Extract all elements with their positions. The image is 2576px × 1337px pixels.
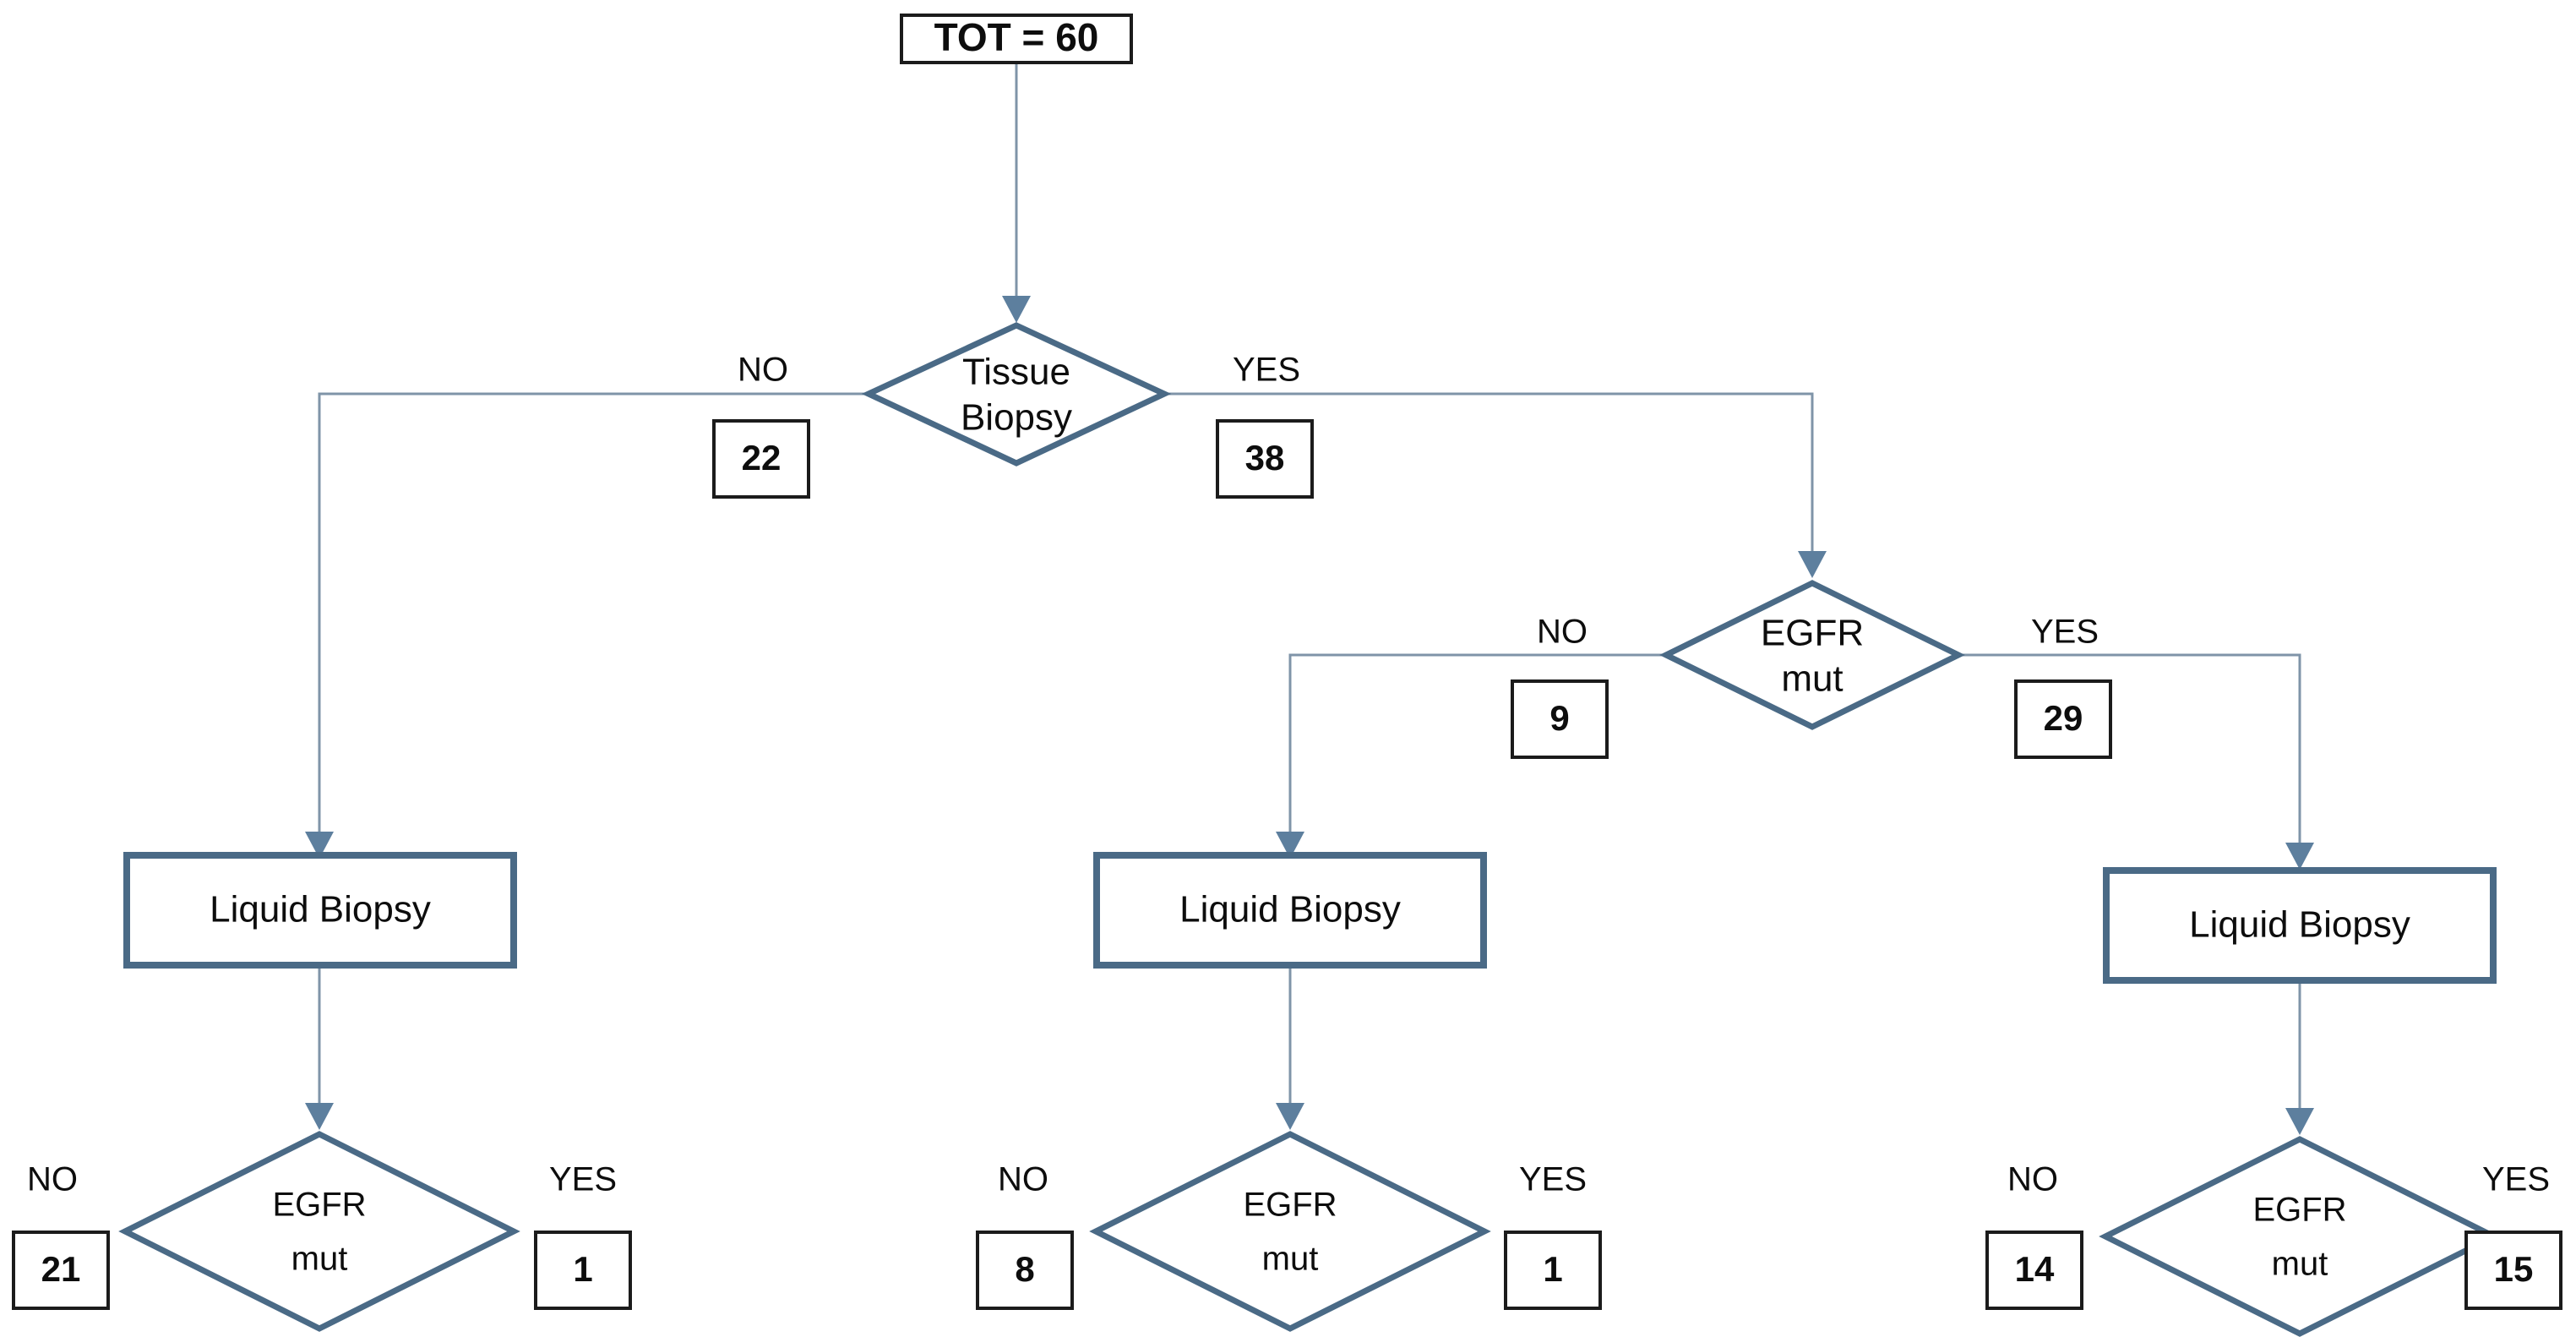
tissue-biopsy-no-label: NO: [738, 352, 788, 389]
connector-liquid-right-to-egfr-right: [2285, 980, 2314, 1135]
tissue-biopsy-label-line2: Biopsy: [961, 397, 1072, 439]
egfr-mut-tissue-no-count-box: 9: [1511, 679, 1609, 759]
egfr-mut-left-no-count-box: 21: [12, 1231, 110, 1310]
egfr-mut-middle-yes-count-box: 1: [1504, 1231, 1602, 1310]
connector-root-to-tissue-biopsy: [1002, 63, 1031, 323]
egfr-mut-left-no-label: NO: [27, 1161, 78, 1198]
egfr-mut-right-no-count-box: 14: [1985, 1231, 2083, 1310]
egfr-mut-left-no-count: 21: [41, 1249, 81, 1289]
egfr-mut-middle-yes-count: 1: [1543, 1249, 1562, 1289]
egfr-mut-right-no-label: NO: [2007, 1161, 2058, 1198]
egfr-mut-middle-yes-label: YES: [1519, 1161, 1587, 1198]
connector-liquid-left-to-egfr-left: [305, 965, 334, 1130]
tissue-biopsy-label-line1: Tissue: [962, 352, 1070, 393]
egfr-mut-middle-label-line2: mut: [1262, 1241, 1319, 1278]
egfr-mut-tissue-yes-count-box: 29: [2014, 679, 2112, 759]
egfr-mut-right-label-line1: EGFR: [2252, 1192, 2346, 1229]
egfr-mut-tissue-no-count: 9: [1549, 698, 1569, 738]
egfr-mut-middle-no-count: 8: [1015, 1249, 1034, 1289]
egfr-mut-right-yes-count: 15: [2494, 1249, 2534, 1289]
tissue-biopsy-no-count: 22: [742, 438, 782, 478]
egfr-mut-tissue-label-line1: EGFR: [1761, 613, 1864, 654]
egfr-mut-middle-no-label: NO: [998, 1161, 1048, 1198]
node-liquid-biopsy-left[interactable]: Liquid Biopsy: [123, 852, 517, 969]
egfr-mut-tissue-no-label: NO: [1537, 614, 1588, 651]
egfr-mut-tissue-yes-label: YES: [2031, 614, 2099, 651]
node-egfr-mut-middle[interactable]: EGFR mut: [1089, 1131, 1491, 1332]
egfr-mut-left-label-line1: EGFR: [272, 1187, 366, 1224]
liquid-biopsy-middle-label: Liquid Biopsy: [1179, 889, 1401, 930]
connector-liquid-middle-to-egfr-middle: [1276, 965, 1304, 1130]
egfr-mut-middle-no-count-box: 8: [976, 1231, 1074, 1310]
tissue-biopsy-yes-count: 38: [1245, 438, 1285, 478]
tissue-biopsy-yes-count-box: 38: [1216, 419, 1314, 499]
egfr-mut-right-no-count: 14: [2015, 1249, 2055, 1289]
egfr-mut-tissue-label-line2: mut: [1781, 658, 1843, 700]
egfr-mut-left-yes-count: 1: [573, 1249, 592, 1289]
connector-tissue-no-to-liquid-left: [305, 392, 869, 859]
connector-egfr-yes-to-liquid-right: [1958, 653, 2314, 870]
egfr-mut-left-yes-label: YES: [549, 1161, 617, 1198]
node-root-total[interactable]: TOT = 60: [900, 14, 1133, 64]
node-egfr-mut-tissue[interactable]: EGFR mut: [1659, 580, 1965, 730]
tissue-biopsy-no-count-box: 22: [712, 419, 810, 499]
egfr-mut-middle-label-line1: EGFR: [1243, 1187, 1337, 1224]
egfr-mut-right-label-line2: mut: [2272, 1246, 2328, 1283]
egfr-mut-left-yes-count-box: 1: [534, 1231, 632, 1310]
liquid-biopsy-right-label: Liquid Biopsy: [2189, 904, 2410, 946]
egfr-mut-left-label-line2: mut: [291, 1241, 348, 1278]
egfr-mut-tissue-yes-count: 29: [2044, 698, 2083, 738]
connector-egfr-no-to-liquid-middle: [1276, 653, 1666, 859]
node-liquid-biopsy-middle[interactable]: Liquid Biopsy: [1093, 852, 1487, 969]
node-egfr-mut-left[interactable]: EGFR mut: [118, 1131, 520, 1332]
tissue-biopsy-yes-label: YES: [1233, 352, 1300, 389]
egfr-mut-right-yes-count-box: 15: [2464, 1231, 2562, 1310]
root-total-label: TOT = 60: [934, 15, 1099, 59]
egfr-mut-right-yes-label: YES: [2482, 1161, 2550, 1198]
node-tissue-biopsy[interactable]: Tissue Biopsy: [861, 322, 1172, 467]
connector-tissue-yes-to-egfr-mut: [1164, 392, 1827, 578]
node-egfr-mut-right[interactable]: EGFR mut: [2099, 1136, 2501, 1337]
node-liquid-biopsy-right[interactable]: Liquid Biopsy: [2103, 867, 2497, 984]
liquid-biopsy-left-label: Liquid Biopsy: [210, 889, 431, 930]
